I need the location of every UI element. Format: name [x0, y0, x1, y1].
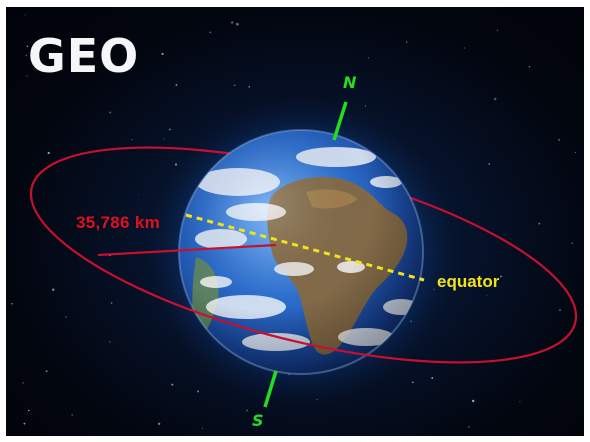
star	[65, 316, 67, 318]
star	[175, 83, 178, 87]
star	[47, 151, 50, 155]
star	[171, 383, 174, 386]
star	[571, 242, 573, 244]
star	[500, 275, 502, 278]
star	[25, 54, 28, 57]
star	[138, 194, 140, 196]
star	[131, 139, 133, 141]
star	[109, 341, 111, 343]
diagram-canvas	[11, 14, 578, 429]
orbit-radius-line	[97, 243, 277, 257]
page-title: GEO	[28, 29, 140, 83]
star	[486, 294, 488, 296]
star	[111, 302, 113, 304]
star	[197, 390, 200, 393]
star	[230, 21, 234, 24]
star	[169, 128, 171, 131]
star	[367, 57, 369, 59]
star	[202, 427, 203, 429]
star	[236, 22, 239, 26]
star	[22, 382, 24, 384]
star	[24, 14, 26, 16]
star	[233, 84, 236, 87]
equator-line	[185, 213, 425, 282]
star	[559, 309, 561, 311]
star	[558, 139, 560, 141]
star	[472, 399, 475, 403]
star	[519, 401, 521, 403]
star	[406, 41, 408, 43]
star	[248, 85, 251, 88]
orbit-ellipse-front	[29, 194, 578, 364]
star	[528, 65, 531, 68]
star	[574, 151, 576, 153]
star	[45, 370, 48, 373]
south-axis	[263, 370, 278, 408]
star	[246, 409, 248, 412]
star	[26, 75, 28, 77]
star	[109, 111, 112, 114]
earth-globe-icon	[178, 129, 424, 375]
star	[488, 163, 491, 165]
star	[463, 47, 466, 49]
star	[161, 52, 164, 56]
north-label: N	[343, 73, 357, 92]
star	[52, 288, 55, 291]
star	[496, 29, 499, 32]
star	[209, 31, 212, 34]
south-label: S	[252, 411, 264, 430]
geo-orbit-diagram: GEO N S 35,786 km equator	[6, 7, 584, 436]
star	[431, 377, 434, 379]
star	[71, 413, 74, 416]
star	[468, 426, 470, 428]
star	[538, 222, 541, 225]
star	[163, 138, 165, 140]
star	[157, 422, 161, 426]
north-axis	[332, 101, 348, 141]
star	[28, 409, 30, 412]
equator-label: equator	[437, 272, 500, 291]
star	[23, 422, 26, 425]
star	[493, 97, 497, 101]
orbit-distance-label: 35,786 km	[76, 213, 160, 232]
star	[412, 381, 414, 383]
star	[11, 302, 13, 305]
star	[26, 45, 29, 47]
